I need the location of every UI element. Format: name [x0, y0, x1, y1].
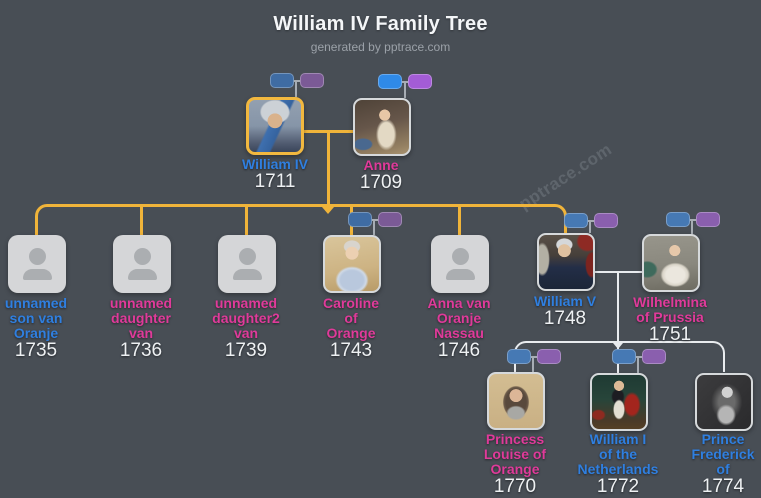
person-name: Princess Louise of Orange: [483, 431, 547, 477]
person-label-unnamed-son: unnamed son van Oranje 1735: [0, 296, 96, 361]
person-label-anne: Anne 1709: [321, 158, 441, 193]
mother-badge-icon[interactable]: [594, 213, 618, 228]
mother-badge-icon[interactable]: [696, 212, 720, 227]
page-subtitle: generated by pptrace.com: [310, 40, 451, 54]
person-node-william-v[interactable]: [537, 233, 595, 291]
person-name: Wilhelmina of Prussia: [633, 294, 707, 325]
badge-stub-line: [589, 220, 591, 233]
badge-connector: [372, 218, 378, 221]
person-year: 1736: [119, 340, 163, 361]
person-name: Prince Frederick of: [691, 431, 755, 477]
person-node-unnamed-daughter[interactable]: [113, 235, 171, 293]
person-label-frederick: Prince Frederick of 1774: [663, 432, 761, 497]
person-year: 1739: [224, 340, 268, 361]
person-year: 1735: [14, 340, 58, 361]
badge-stub-line: [691, 219, 693, 234]
person-name: unnamed daughter van: [109, 295, 173, 341]
badge-connector: [690, 218, 696, 221]
parent-link-badges-william-v[interactable]: [564, 213, 618, 228]
parent-link-badges-louise[interactable]: [507, 349, 561, 364]
person-year: 1770: [493, 476, 537, 497]
mother-badge-icon[interactable]: [300, 73, 324, 88]
mother-badge-icon[interactable]: [642, 349, 666, 364]
person-year: 1746: [437, 340, 481, 361]
person-node-louise[interactable]: [487, 372, 545, 430]
father-badge-icon[interactable]: [564, 213, 588, 228]
watermark-text: pptrace.com: [515, 139, 616, 214]
junction-flare: [322, 207, 334, 214]
person-label-william-v: William V 1748: [505, 294, 625, 329]
person-name: unnamed son van Oranje: [4, 295, 68, 341]
couple-drop-line: [617, 272, 619, 342]
person-label-anna: Anna van Oranje Nassau 1746: [399, 296, 519, 361]
person-name: Anne: [363, 157, 399, 173]
person-label-caroline: Caroline of Orange 1743: [291, 296, 411, 361]
child-drop-line: [458, 206, 461, 235]
person-year: 1748: [543, 308, 587, 329]
father-badge-icon[interactable]: [378, 74, 402, 89]
person-node-william-i[interactable]: [590, 373, 648, 431]
person-node-anna[interactable]: [431, 235, 489, 293]
parent-link-badges-anne[interactable]: [378, 74, 432, 89]
badge-stub-line: [404, 81, 406, 98]
person-year: 1709: [359, 172, 403, 193]
mother-badge-icon[interactable]: [408, 74, 432, 89]
badge-stub-line: [637, 356, 639, 373]
person-node-caroline[interactable]: [323, 235, 381, 293]
parent-link-badges-wilhelmina[interactable]: [666, 212, 720, 227]
badge-stub-line: [373, 219, 375, 235]
father-badge-icon[interactable]: [507, 349, 531, 364]
person-node-william-iv[interactable]: [246, 97, 304, 155]
person-year: 1774: [701, 476, 745, 497]
badge-stub-line: [532, 356, 534, 372]
parent-link-badges-william-iv[interactable]: [270, 73, 324, 88]
person-year: 1751: [648, 324, 692, 345]
badge-connector: [588, 219, 594, 222]
parent-link-badges-william-i[interactable]: [612, 349, 666, 364]
father-badge-icon[interactable]: [612, 349, 636, 364]
mother-badge-icon[interactable]: [378, 212, 402, 227]
person-name: Caroline of Orange: [322, 295, 379, 341]
children-bus-line-family1: [35, 204, 567, 235]
person-name: Anna van Oranje Nassau: [427, 295, 491, 341]
father-badge-icon[interactable]: [270, 73, 294, 88]
person-label-wilhelmina: Wilhelmina of Prussia 1751: [610, 295, 730, 345]
person-name: William IV: [241, 156, 308, 172]
person-label-unnamed-daughter2: unnamed daughter2 van 1739: [186, 296, 306, 361]
badge-connector: [402, 80, 408, 83]
person-node-frederick[interactable]: [695, 373, 753, 431]
page-title: William IV Family Tree: [273, 13, 488, 35]
person-year: 1743: [329, 340, 373, 361]
child-drop-line: [245, 206, 248, 235]
father-badge-icon[interactable]: [348, 212, 372, 227]
person-year: 1772: [596, 476, 640, 497]
badge-connector: [636, 355, 642, 358]
parent-link-badges-caroline[interactable]: [348, 212, 402, 227]
person-node-unnamed-son[interactable]: [8, 235, 66, 293]
couple-drop-line: [327, 131, 330, 207]
person-node-anne[interactable]: [353, 98, 411, 156]
person-label-unnamed-daughter: unnamed daughter van 1736: [81, 296, 201, 361]
person-node-unnamed-daughter2[interactable]: [218, 235, 276, 293]
badge-connector: [294, 79, 300, 82]
father-badge-icon[interactable]: [666, 212, 690, 227]
person-label-william-iv: William IV 1711: [215, 157, 335, 192]
person-year: 1711: [254, 171, 296, 192]
person-node-wilhelmina[interactable]: [642, 234, 700, 292]
person-name: William I of the Netherlands: [577, 431, 659, 477]
badge-connector: [531, 355, 537, 358]
person-label-william-i: William I of the Netherlands 1772: [558, 432, 678, 497]
junction-flare: [613, 343, 623, 349]
person-name: William V: [533, 293, 597, 309]
child-drop-line: [140, 206, 143, 235]
badge-stub-line: [295, 80, 297, 97]
person-label-louise: Princess Louise of Orange 1770: [455, 432, 575, 497]
mother-badge-icon[interactable]: [537, 349, 561, 364]
person-name: unnamed daughter2 van: [212, 295, 280, 341]
